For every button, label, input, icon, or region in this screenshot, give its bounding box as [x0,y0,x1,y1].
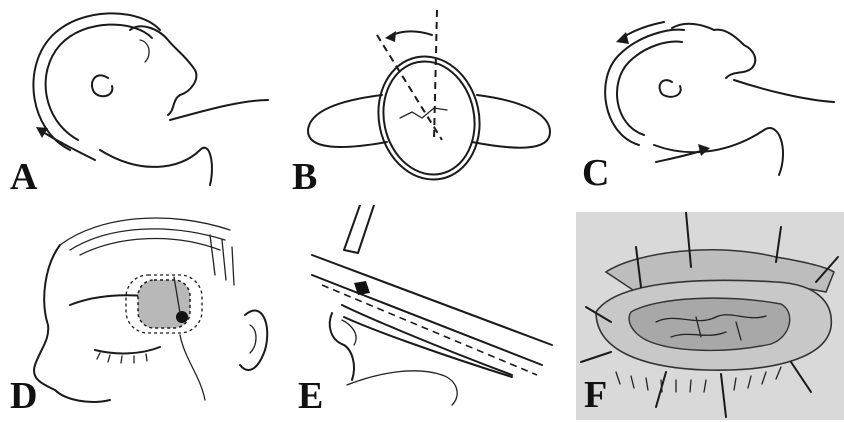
brain-surface [629,298,790,350]
panel-b: B [282,0,564,205]
hair-strokes-side [210,235,234,285]
rotation-arc [390,31,432,36]
orbital-inner [342,320,356,345]
panel-a: A [0,0,282,205]
panel-label-f: F [584,376,607,414]
top-arrow-line [622,22,664,38]
ear [660,80,681,97]
shoulder-line [654,128,783,175]
midline-dashed [434,10,437,140]
instrument [344,205,374,253]
right-shoulder [472,95,550,148]
bone-wedge-upper [342,305,512,375]
cheek-line [180,335,205,400]
panel-b-drawing [282,0,564,205]
panel-d-drawing [0,205,282,422]
hair-strokes [60,218,230,255]
panel-label-e: E [298,377,323,415]
panel-label-d: D [10,377,37,415]
arrow-head-icon [36,127,48,138]
ear [92,75,112,96]
left-shoulder [308,95,387,147]
arrow-head-icon [385,31,396,42]
panel-f-drawing [576,212,844,420]
bone-wedge-lower [344,317,512,377]
burr-hole-marker [176,311,188,323]
rotated-line-dashed [377,35,442,140]
ear [240,310,267,370]
skull-inner-outline [617,42,682,135]
panel-label-a: A [10,158,37,196]
eye-closed [95,347,160,353]
arrow-head-icon [698,144,710,156]
eyelashes [97,353,147,363]
shoulder-line [100,148,212,185]
lower-contour [347,371,457,405]
panel-d: D [0,205,282,422]
skull-outline [33,13,160,150]
panel-a-drawing [0,0,282,205]
panel-f: F [576,212,844,420]
skull-inner-outline [46,25,152,140]
panel-e: E [282,205,564,422]
eye-line [140,40,149,62]
neck-line [170,100,268,120]
face-profile [672,24,755,78]
panel-label-c: C [582,154,609,192]
orbital-rim [330,313,354,380]
ear-inner [250,325,256,353]
panel-c: C [564,0,844,205]
face-profile [34,245,110,402]
panel-e-drawing [282,205,564,422]
upper-plane-line [312,255,552,345]
rotation-arrow-line [40,130,95,160]
panel-label-b: B [292,158,317,196]
middle-plane-line [312,275,542,365]
neck-line [734,80,834,102]
